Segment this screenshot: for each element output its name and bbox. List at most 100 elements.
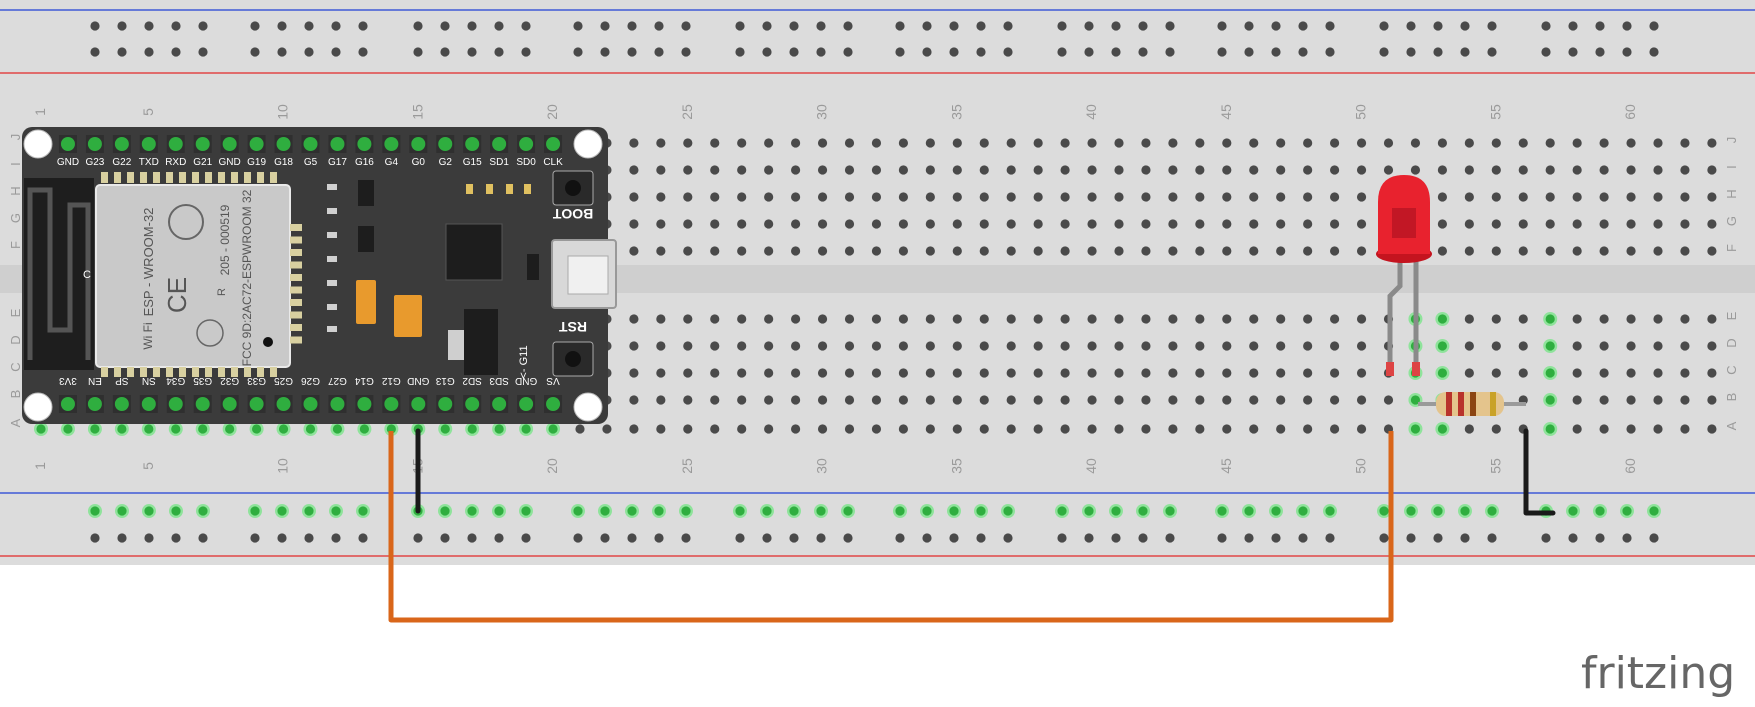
terminal-hole	[710, 314, 720, 324]
rail-hole	[331, 533, 341, 543]
rail-hole	[1084, 21, 1094, 31]
terminal-hole	[1141, 165, 1151, 175]
module-pad-bottom	[270, 367, 277, 377]
column-number-top: 35	[948, 104, 964, 120]
smd-component	[327, 208, 337, 214]
pin-label-top: SD0	[516, 157, 536, 168]
terminal-hole	[844, 314, 855, 324]
terminal-hole	[952, 138, 962, 148]
rail-hole	[198, 533, 208, 543]
terminal-hole	[844, 368, 855, 378]
terminal-hole	[871, 192, 882, 202]
terminal-hole	[1141, 395, 1151, 405]
terminal-hole	[1033, 368, 1043, 378]
terminal-hole	[952, 246, 962, 256]
terminal-hole	[1033, 246, 1043, 256]
rail-hole	[1271, 533, 1281, 543]
terminal-hole	[1060, 138, 1070, 148]
terminal-hole	[1599, 424, 1609, 434]
rail-hole	[1568, 47, 1578, 57]
terminal-hole	[1006, 165, 1016, 175]
column-number-top: 1	[32, 108, 48, 116]
terminal-hole	[1330, 165, 1340, 175]
row-letter-right: D	[1724, 338, 1739, 347]
rail-hole	[816, 21, 826, 31]
module-pad-top	[127, 172, 134, 183]
terminal-hole	[1303, 395, 1313, 405]
terminal-hole	[1033, 395, 1043, 405]
pin-bottom	[303, 397, 318, 411]
terminal-hole	[1087, 192, 1097, 202]
rail-hole	[843, 21, 853, 31]
smd-component	[327, 232, 337, 238]
rail-hole	[789, 506, 799, 516]
module-pad-top	[270, 172, 277, 183]
terminal-hole	[1356, 368, 1367, 378]
terminal-hole	[1033, 314, 1043, 324]
terminal-hole	[1464, 219, 1474, 229]
terminal-hole	[656, 424, 666, 434]
rail-hole	[1649, 506, 1659, 516]
pin-bottom	[141, 397, 156, 411]
terminal-hole	[36, 424, 46, 434]
rail-hole	[358, 21, 368, 31]
terminal-hole	[1437, 424, 1447, 434]
rail-hole	[440, 533, 450, 543]
rail-hole	[976, 21, 986, 31]
terminal-hole	[1330, 395, 1340, 405]
terminal-hole	[1249, 424, 1259, 434]
terminal-hole	[925, 341, 935, 351]
terminal-hole	[1276, 192, 1286, 202]
rail-hole	[573, 47, 583, 57]
capacitor-2	[394, 295, 422, 337]
terminal-hole	[1087, 219, 1097, 229]
rail-hole	[949, 21, 959, 31]
module-pad-top	[114, 172, 121, 183]
terminal-hole	[1626, 192, 1636, 202]
smd-component	[327, 256, 337, 262]
module-pad-top	[101, 172, 108, 183]
terminal-hole	[817, 314, 828, 324]
rail-hole	[1433, 47, 1443, 57]
rail-hole	[816, 47, 826, 57]
terminal-hole	[1437, 246, 1447, 256]
module-dot	[263, 337, 273, 347]
pin-label-top: CLK	[543, 157, 563, 168]
terminal-hole	[1168, 314, 1178, 324]
terminal-hole	[1195, 368, 1205, 378]
pin-label-bottom: G32	[220, 375, 239, 386]
terminal-hole	[1060, 424, 1070, 434]
module-pad-side	[290, 336, 302, 344]
terminal-hole	[1572, 246, 1582, 256]
terminal-hole	[844, 395, 855, 405]
terminal-hole	[979, 341, 989, 351]
rail-hole	[440, 506, 450, 516]
terminal-hole	[1303, 165, 1313, 175]
rail-hole	[762, 533, 772, 543]
terminal-hole	[1195, 424, 1205, 434]
terminal-hole	[925, 219, 935, 229]
terminal-hole	[952, 341, 962, 351]
terminal-hole	[656, 368, 666, 378]
terminal-hole	[1114, 138, 1124, 148]
mounting-hole	[23, 392, 53, 422]
rail-hole	[1084, 533, 1094, 543]
terminal-hole	[629, 424, 639, 434]
rail-hole	[1433, 533, 1443, 543]
row-letter-left: F	[8, 241, 23, 249]
terminal-hole	[1437, 314, 1447, 324]
terminal-hole	[817, 368, 828, 378]
terminal-hole	[1006, 395, 1016, 405]
terminal-hole	[1653, 341, 1663, 351]
terminal-hole	[737, 192, 747, 202]
column-number-bottom: 35	[948, 458, 964, 474]
rail-hole	[358, 533, 368, 543]
terminal-hole	[1410, 395, 1421, 405]
module-pad-top	[231, 172, 238, 183]
terminal-hole	[871, 424, 882, 434]
rail-hole	[1325, 506, 1335, 516]
rail-hole	[1460, 533, 1470, 543]
terminal-hole	[1303, 246, 1313, 256]
rail-hole	[600, 21, 610, 31]
pin-label-top: G5	[304, 157, 318, 168]
